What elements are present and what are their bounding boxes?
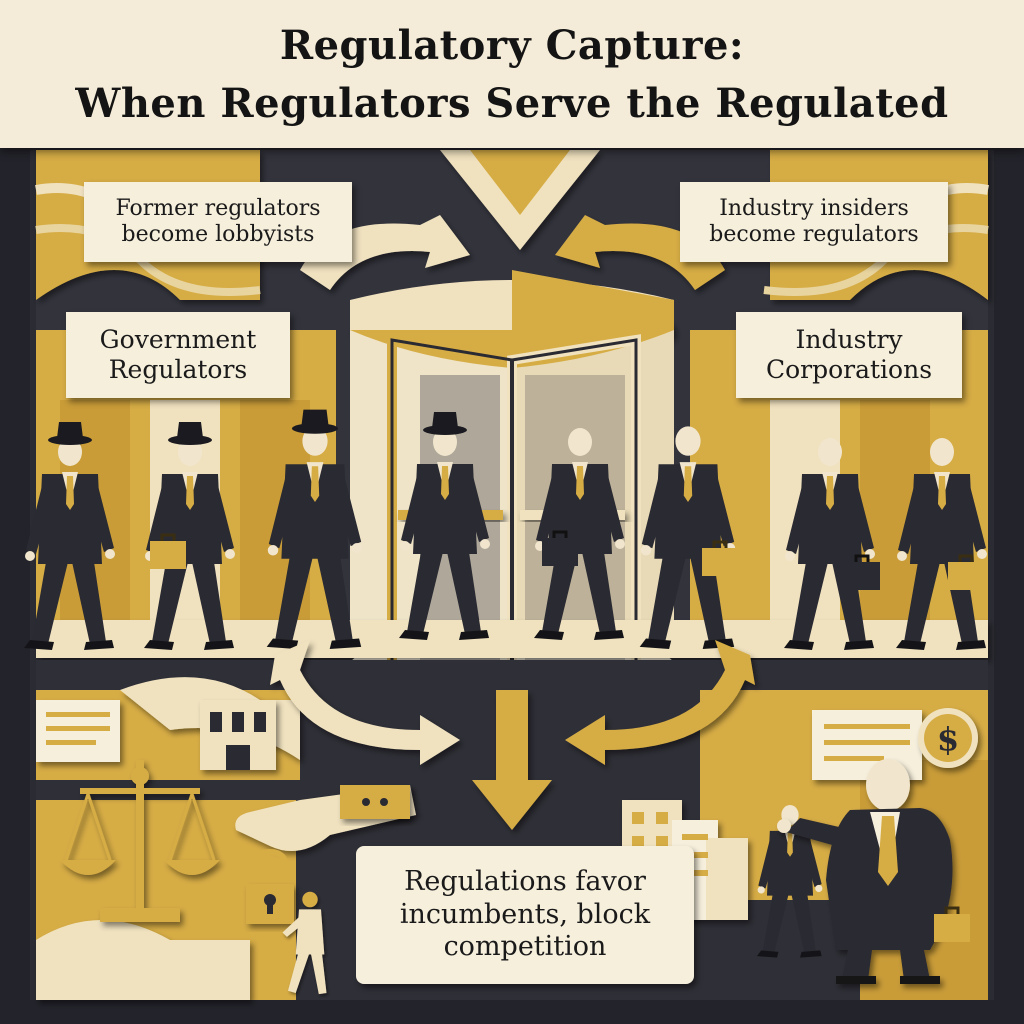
dollar-icon: $ — [937, 720, 959, 758]
label-former-regulators: Former regulators become lobbyists — [84, 182, 352, 262]
label-industry-insiders: Industry insiders become regulators — [680, 182, 948, 262]
title-banner: Regulatory Capture: When Regulators Serv… — [0, 0, 1024, 148]
title-line-2: When Regulators Serve the Regulated — [75, 80, 949, 127]
label-regulations-outcome: Regulations favor incumbents, block comp… — [356, 846, 694, 984]
label-government-regulators: Government Regulators — [66, 312, 290, 398]
title-line-1: Regulatory Capture: — [279, 22, 745, 69]
label-industry-corporations: Industry Corporations — [736, 312, 962, 398]
